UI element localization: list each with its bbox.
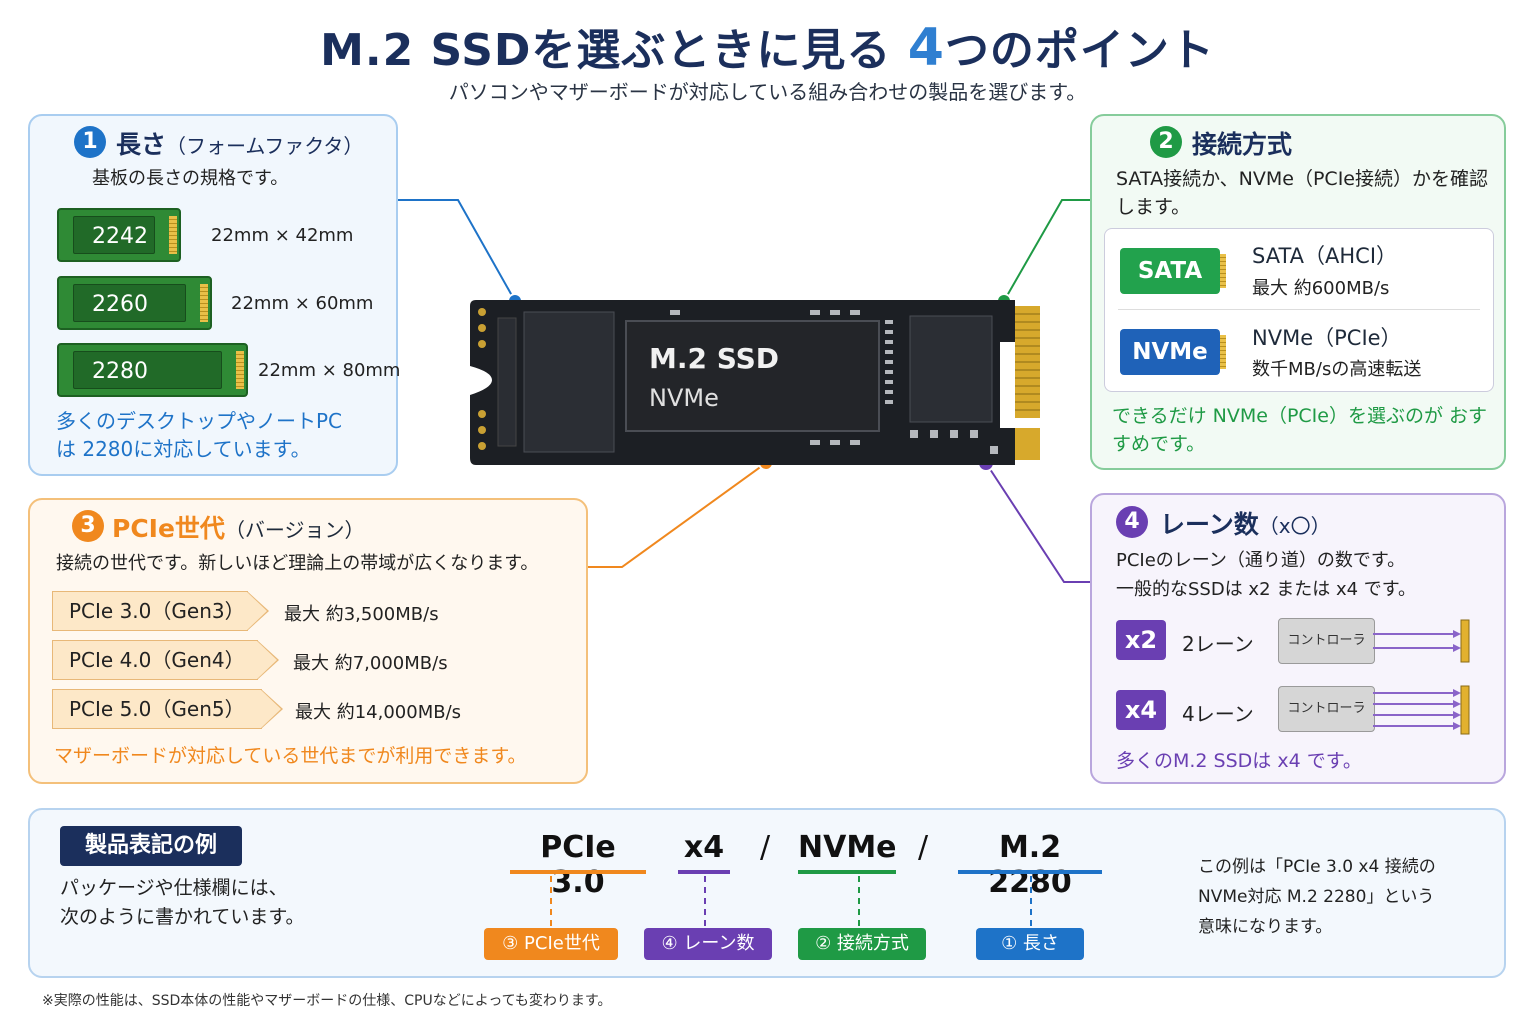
lanes-note: 多くのM.2 SSDは x4 です。 xyxy=(1116,750,1362,772)
pcie-gen4: PCIe 4.0（Gen4） xyxy=(52,640,279,680)
lanes-title: レーン数（x〇） xyxy=(1160,505,1331,541)
dash-pcie xyxy=(550,876,552,926)
board-code: 2280 xyxy=(73,351,222,389)
title-text: M.2 SSDを選ぶときに見る xyxy=(320,25,892,76)
board-code: 2242 xyxy=(73,216,155,254)
example-explain: この例は「PCIe 3.0 x4 接続の NVMe対応 M.2 2280」という… xyxy=(1198,852,1436,942)
pcie-gen3: PCIe 3.0（Gen3） xyxy=(52,591,269,631)
interface-divider xyxy=(1118,309,1480,310)
length-title-sub: （フォームファクタ） xyxy=(166,134,364,158)
nvme-badge-text: NVMe xyxy=(1132,339,1208,365)
underline-lanes xyxy=(678,870,730,874)
page-title: M.2 SSDを選ぶときに見る 4つのポイント xyxy=(0,14,1535,78)
subtitle: パソコンやマザーボードが対応している組み合わせの製品を選びます。 xyxy=(448,80,1087,104)
pcie-gen5-speed: 最大 約14,000MB/s xyxy=(295,702,462,723)
sata-badge: SATA xyxy=(1120,248,1226,294)
length-note: 多くのデスクトップやノートPCは 2280に対応しています。 xyxy=(56,409,343,461)
tag-m2: ① 長さ xyxy=(976,928,1084,960)
sata-detail: 最大 約600MB/s xyxy=(1252,278,1390,299)
nvme-detail: 数千MB/sの高速転送 xyxy=(1252,359,1422,380)
pcie-gen4-speed: 最大 約7,000MB/s xyxy=(293,653,448,674)
lanes-desc1: PCIeのレーン（通り道）の数です。 xyxy=(1116,550,1406,571)
length-title-text: 長さ xyxy=(116,130,167,159)
length-desc: 基板の長さの規格です。 xyxy=(92,168,289,189)
underline-m2 xyxy=(958,870,1102,874)
lanes-title-text: レーン数 xyxy=(1160,510,1259,539)
slash-1: / xyxy=(760,830,771,865)
pcie-gen3-speed: 最大 約3,500MB/s xyxy=(284,604,439,625)
example-explain-line1: この例は「PCIe 3.0 x4 接続の xyxy=(1198,857,1436,877)
title-number: 4 xyxy=(907,18,945,78)
lane-x2-badge: x2 xyxy=(1116,620,1166,660)
lanes-desc2: 一般的なSSDは x2 または x4 です。 xyxy=(1116,579,1417,600)
example-explain-line2: NVMe対応 M.2 2280」という xyxy=(1198,887,1435,907)
code-pcie: PCIe 3.0 xyxy=(540,830,616,900)
dash-nvme xyxy=(858,876,860,926)
title-suffix: つのポイント xyxy=(944,25,1215,76)
tag-nvme: ② 接続方式 xyxy=(798,928,926,960)
board-dim: 22mm × 60mm xyxy=(231,293,374,314)
pcie-number: 3 xyxy=(72,510,104,542)
connector-pcie xyxy=(588,462,767,568)
underline-pcie xyxy=(510,870,646,874)
lane-x4-controller: コントローラ xyxy=(1278,686,1375,732)
ssd-sublabel: NVMe xyxy=(649,384,719,412)
interface-number: 2 xyxy=(1150,126,1182,158)
footnote: ※実際の性能は、SSD本体の性能やマザーボードの仕様、CPUなどによっても変わり… xyxy=(42,993,612,1009)
pcie-title-sub: （バージョン） xyxy=(224,518,365,542)
connector-length xyxy=(398,199,516,302)
underline-nvme xyxy=(798,870,896,874)
lane-x2-lines xyxy=(1373,619,1470,663)
lane-x4-lines xyxy=(1373,685,1470,735)
pcie-title-text: PCIe世代 xyxy=(112,514,225,543)
slash-2: / xyxy=(918,830,929,865)
sata-badge-text: SATA xyxy=(1137,258,1203,284)
board-2260: 2260 xyxy=(57,276,212,330)
board-dim: 22mm × 80mm xyxy=(258,360,401,381)
code-lanes: x4 xyxy=(683,830,725,865)
example-desc1: パッケージや仕様欄には、 xyxy=(60,877,288,899)
ssd-controller-chip: M.2 SSD NVMe xyxy=(625,320,880,432)
lane-x4-label: 4レーン xyxy=(1182,702,1254,726)
pcie-gen5: PCIe 5.0（Gen5） xyxy=(52,689,283,729)
code-nvme: NVMe xyxy=(798,830,897,865)
interface-note: できるだけ NVMe（PCIe）を選ぶのが おすすめです。 xyxy=(1112,405,1488,455)
connector-lanes xyxy=(985,462,1090,583)
ssd-illustration: M.2 SSD NVMe xyxy=(470,300,1040,465)
sata-name: SATA（AHCI） xyxy=(1252,244,1398,268)
lanes-number: 4 xyxy=(1116,506,1148,538)
board-2280: 2280 xyxy=(57,343,248,397)
length-title: 長さ（フォームファクタ） xyxy=(116,125,363,161)
length-number: 1 xyxy=(74,126,106,158)
example-badge: 製品表記の例 xyxy=(60,826,242,866)
lanes-title-sub: （x〇） xyxy=(1258,514,1331,538)
interface-title: 接続方式 xyxy=(1192,130,1293,159)
pcie-title: PCIe世代（バージョン） xyxy=(112,509,365,545)
interface-desc: SATA接続か、NVMe（PCIe接続）かを確認します。 xyxy=(1116,168,1488,218)
example-desc2: 次のように書かれています。 xyxy=(60,906,305,928)
dash-lanes xyxy=(704,876,706,926)
lane-x2-label: 2レーン xyxy=(1182,632,1254,656)
nvme-badge: NVMe xyxy=(1120,329,1226,375)
tag-pcie: ③ PCIe世代 xyxy=(484,928,618,960)
example-explain-line3: 意味になります。 xyxy=(1198,917,1333,937)
dash-m2 xyxy=(1030,876,1032,926)
tag-lanes: ④ レーン数 xyxy=(644,928,772,960)
nvme-name: NVMe（PCIe） xyxy=(1252,326,1402,350)
ssd-label: M.2 SSD xyxy=(649,342,780,375)
board-code: 2260 xyxy=(73,284,186,322)
board-2242: 2242 xyxy=(57,208,181,262)
connector-interface xyxy=(1003,199,1090,302)
lane-x2-controller: コントローラ xyxy=(1278,618,1375,664)
pcie-desc: 接続の世代です。新しいほど理論上の帯域が広くなります。 xyxy=(56,553,539,574)
lane-x4-badge: x4 xyxy=(1116,690,1166,730)
pcie-note: マザーボードが対応している世代までが利用できます。 xyxy=(54,745,527,767)
board-dim: 22mm × 42mm xyxy=(211,225,354,246)
